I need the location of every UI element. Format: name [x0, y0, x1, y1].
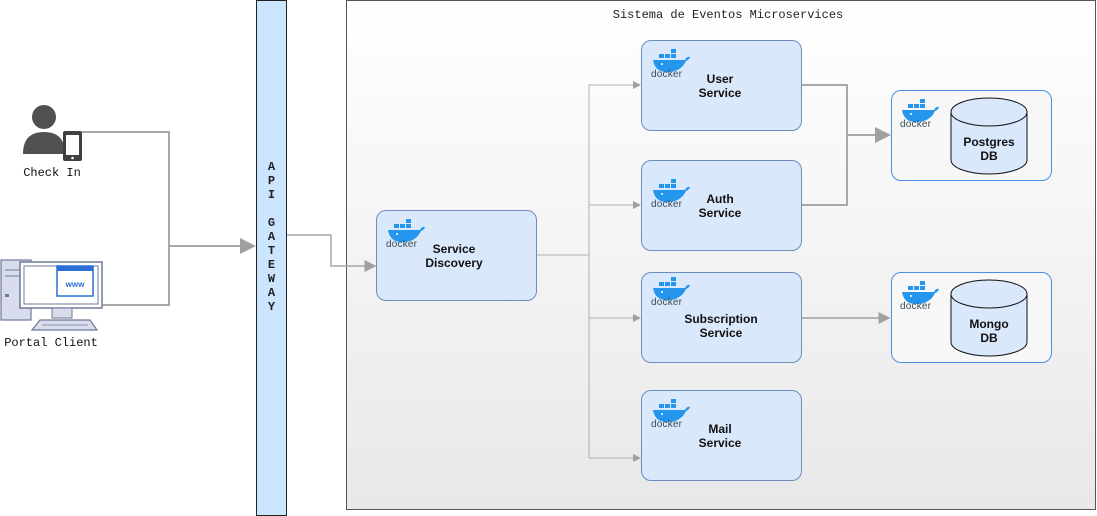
docker-label: docker	[651, 69, 683, 80]
database-cylinder-icon	[950, 279, 1028, 357]
service-discovery-label: Service Discovery	[414, 242, 494, 270]
system-title: Sistema de Eventos Microservices	[612, 8, 844, 22]
svg-text:www: www	[65, 280, 85, 289]
user-service-label: User Service	[680, 72, 760, 100]
check-in-label: Check In	[23, 166, 81, 180]
docker-whale-icon	[653, 49, 690, 72]
docker-icon: docker	[651, 398, 691, 437]
docker-label: docker	[386, 239, 418, 250]
gateway-letter: W	[267, 272, 276, 286]
auth-service-label: Auth Service	[680, 192, 760, 220]
edge-gateway-discovery	[287, 234, 377, 272]
label-line: Service	[698, 206, 742, 220]
label-line: Mail	[708, 422, 732, 436]
gateway-letter: T	[267, 244, 276, 258]
label-line: Auth	[706, 192, 734, 206]
docker-icon: docker	[900, 280, 940, 319]
gateway-letter: E	[267, 258, 276, 272]
docker-whale-icon	[388, 219, 425, 242]
subscription-service-node[interactable]	[641, 272, 802, 363]
database-cylinder-icon	[950, 97, 1028, 175]
label-line: User	[706, 72, 734, 86]
docker-whale-icon	[902, 281, 939, 304]
docker-label: docker	[651, 297, 683, 308]
docker-icon: docker	[651, 48, 691, 87]
label-line: Subscription	[684, 312, 758, 326]
gateway-letter: A	[267, 160, 276, 174]
edge-portal-gateway	[102, 246, 170, 306]
edge-user-postgres	[802, 84, 891, 143]
label-line: Service	[699, 326, 743, 340]
label-line: Discovery	[425, 256, 483, 270]
auth-service-node[interactable]	[641, 160, 802, 251]
gateway-letter	[256, 202, 287, 216]
label-line: Service	[698, 436, 742, 450]
edge-checkin-gateway	[82, 131, 256, 254]
api-gateway-label: A P I G A T E W A Y	[256, 160, 287, 314]
docker-whale-icon	[653, 277, 690, 300]
docker-label: docker	[900, 301, 932, 312]
web-portal-icon[interactable]: www	[0, 258, 104, 332]
gateway-letter: Y	[267, 300, 276, 314]
mail-service-label: Mail Service	[680, 422, 760, 450]
subscription-service-label: Subscription Service	[671, 312, 771, 340]
gateway-letter: A	[267, 286, 276, 300]
postgres-label: Postgres DB	[950, 135, 1028, 163]
api-gateway[interactable]	[256, 0, 287, 516]
gateway-letter: I	[267, 188, 276, 202]
docker-whale-icon	[653, 179, 690, 202]
docker-icon: docker	[900, 98, 940, 137]
gateway-letter: A	[267, 230, 276, 244]
docker-whale-icon	[653, 399, 690, 422]
portal-client-label: Portal Client	[4, 336, 98, 350]
label-line: DB	[980, 331, 998, 345]
docker-icon: docker	[651, 178, 691, 217]
gateway-letter: G	[267, 216, 276, 230]
edge-auth-postgres	[802, 135, 848, 206]
docker-label: docker	[900, 119, 932, 130]
edge-discovery-user	[588, 81, 641, 458]
label-line: DB	[980, 149, 998, 163]
mongo-label: Mongo DB	[950, 317, 1028, 345]
docker-label: docker	[651, 199, 683, 210]
docker-whale-icon	[902, 99, 939, 122]
docker-icon: docker	[651, 276, 691, 315]
docker-label: docker	[651, 419, 683, 430]
mobile-user-icon[interactable]	[22, 104, 84, 162]
label-line: Mongo	[969, 317, 1009, 331]
label-line: Postgres	[963, 135, 1015, 149]
label-line: Service	[432, 242, 476, 256]
label-line: Service	[698, 86, 742, 100]
docker-icon: docker	[386, 218, 426, 257]
gateway-letter: P	[267, 174, 276, 188]
